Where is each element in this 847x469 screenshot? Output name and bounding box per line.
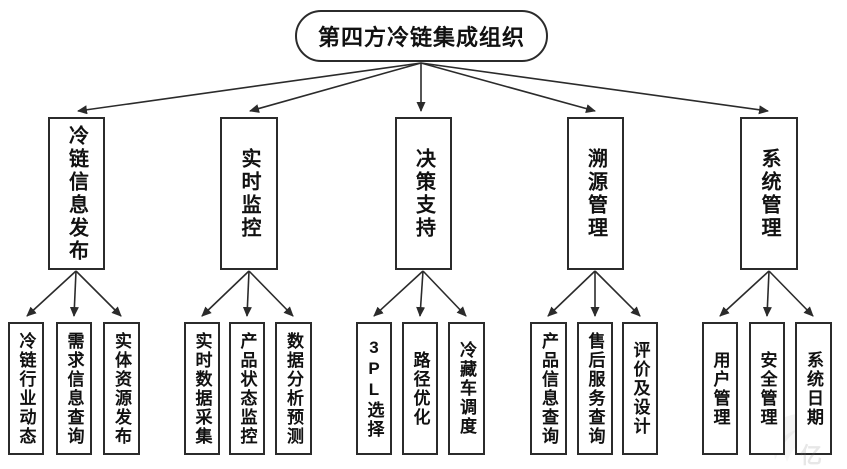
leaf-node: 产品信息查询 <box>530 322 567 455</box>
leaf-node: 需求信息查询 <box>56 322 92 455</box>
leaf-node: 系统日期 <box>795 322 832 455</box>
leaf-node: 冷链行业动态 <box>8 322 44 455</box>
branch-node-realtime-monitoring: 实时监控 <box>220 117 278 270</box>
root-node: 第四方冷链集成组织 <box>295 10 548 62</box>
leaf-node: 产品状态监控 <box>229 322 265 455</box>
leaf-node: 用户管理 <box>702 322 738 455</box>
leaf-node: 实时数据采集 <box>184 322 220 455</box>
branch-node-traceability-management: 溯源管理 <box>567 117 624 270</box>
leaf-node: 冷藏车调度 <box>448 322 485 455</box>
leaf-node: 3PL选择 <box>356 322 392 455</box>
leaf-node: 评价及设计 <box>622 322 658 455</box>
branch-node-decision-support: 决策支持 <box>395 117 452 270</box>
leaf-node: 实体资源发布 <box>103 322 140 455</box>
leaf-node: 路径优化 <box>402 322 438 455</box>
leaf-node: 售后服务查询 <box>577 322 613 455</box>
leaf-node: 安全管理 <box>749 322 785 455</box>
leaf-node: 数据分析预测 <box>275 322 312 455</box>
branch-node-system-management: 系统管理 <box>740 117 798 270</box>
branch-node-cold-chain-info: 冷链信息发布 <box>48 117 105 270</box>
